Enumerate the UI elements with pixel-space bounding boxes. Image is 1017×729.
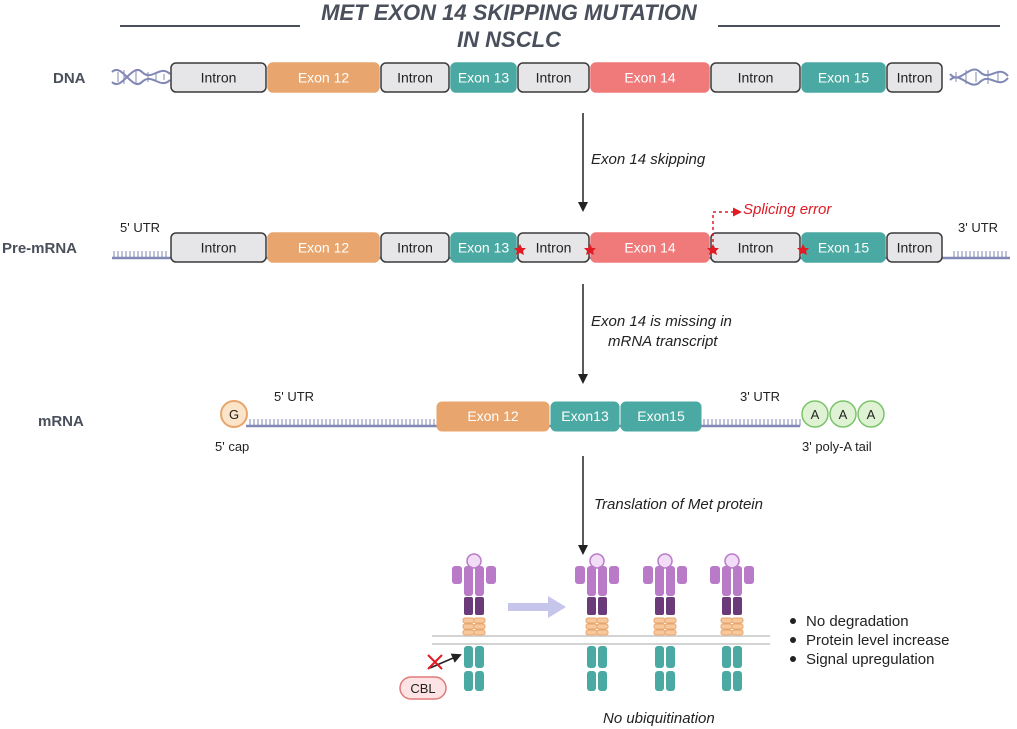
row-label-premrna: Pre-mRNA	[2, 240, 77, 257]
splice-site-markers	[514, 244, 809, 255]
splice-star-icon	[584, 244, 596, 255]
exon-label: Exon 15	[818, 240, 870, 256]
row-label-dna: DNA	[53, 70, 86, 87]
cbl-badge	[399, 676, 447, 700]
intron-label: Intron	[201, 70, 237, 86]
step-exon14-skipping: Exon 14 skipping	[591, 151, 706, 168]
splice-star-icon	[514, 244, 526, 255]
no-ubiquitination-caption: No ubiquitination	[603, 710, 715, 727]
exon-label: Exon13	[561, 408, 609, 424]
exon-label: Exon 12	[467, 408, 519, 424]
bullet-dot-icon	[790, 637, 796, 643]
outcome-item: Protein level increase	[806, 632, 949, 649]
intron-box	[886, 232, 943, 263]
met-receptor-icon	[710, 553, 754, 691]
five-prime-cap: G	[220, 400, 248, 428]
intron-box	[517, 62, 590, 93]
premrna-utr3-label: 3' UTR	[958, 220, 998, 235]
intron-box	[380, 62, 450, 93]
met-receptor-icon	[575, 553, 619, 691]
exon-label: Exon 13	[458, 70, 510, 86]
cbl-label: CBL	[410, 681, 435, 696]
intron-label: Intron	[201, 240, 237, 256]
mrna-segments: Exon 12 Exon13 Exon15	[436, 401, 702, 432]
exon-label: Exon 14	[624, 240, 676, 256]
cap-letter: G	[229, 407, 239, 422]
exon-label: Exon15	[637, 408, 685, 424]
exon-box	[267, 232, 380, 263]
outcome-item: Signal upregulation	[806, 651, 934, 668]
cbl-binding-arrow	[429, 653, 462, 669]
exon-label: Exon 12	[298, 70, 350, 86]
polya-bead	[829, 400, 857, 428]
cap-label: 5' cap	[215, 439, 249, 454]
intron-box	[170, 62, 267, 93]
exon-label: Exon 13	[458, 240, 510, 256]
polya-letter: A	[811, 407, 820, 422]
premrna-utr5-label: 5' UTR	[120, 220, 160, 235]
exon-box	[450, 62, 517, 93]
step-translation: Translation of Met protein	[594, 496, 763, 513]
title-line-2: IN NSCLC	[457, 27, 562, 52]
intron-label: Intron	[738, 70, 774, 86]
intron-label: Intron	[738, 240, 774, 256]
met-receptor-icon	[452, 553, 496, 691]
splice-star-icon	[797, 244, 809, 255]
mrna-utr3-label: 3' UTR	[740, 389, 780, 404]
intron-label: Intron	[897, 240, 933, 256]
exon-box	[801, 62, 886, 93]
polya-letter: A	[839, 407, 848, 422]
exon-label: Exon 15	[818, 70, 870, 86]
exon-box	[620, 401, 702, 432]
intron-box	[886, 62, 943, 93]
intron-box	[710, 232, 801, 263]
premrna-segments: Intron Exon 12 Intron Exon 13 Intron Exon 14 I…	[170, 232, 943, 263]
exon-box	[550, 401, 620, 432]
intron-box	[170, 232, 267, 263]
polya-bead	[801, 400, 829, 428]
met-receptors	[452, 553, 754, 691]
intron-box	[380, 232, 450, 263]
dna-helix-left-icon	[111, 68, 171, 86]
splicing-error-pointer	[712, 207, 742, 242]
dna-helix-right-icon	[949, 68, 1009, 86]
polya-label: 3' poly-A tail	[802, 439, 872, 454]
bullet-dot-icon	[790, 618, 796, 624]
intron-label: Intron	[397, 70, 433, 86]
intron-label: Intron	[536, 240, 572, 256]
cell-membrane	[432, 635, 770, 645]
bullet-dot-icon	[790, 656, 796, 662]
splicing-error-label: Splicing error	[743, 201, 832, 218]
polya-bead	[857, 400, 885, 428]
met-receptor-icon	[643, 553, 687, 691]
splice-star-icon	[707, 244, 719, 255]
dna-segments: Intron Exon 12 Intron Exon 13 Intron Exon 14 I…	[170, 62, 943, 93]
exon-box	[590, 62, 710, 93]
title-line-1: MET EXON 14 SKIPPING MUTATION	[321, 0, 698, 25]
exon-label: Exon 12	[298, 240, 350, 256]
step-exon14-missing-line1: Exon 14 is missing in	[591, 313, 732, 330]
receptor-shift-arrow	[508, 596, 566, 618]
polya-letter: A	[867, 407, 876, 422]
exon-box	[436, 401, 550, 432]
mrna-utr5-label: 5' UTR	[274, 389, 314, 404]
step-exon14-missing-line2: mRNA transcript	[608, 333, 718, 350]
blocked-x-icon	[427, 654, 443, 670]
outcome-item: No degradation	[806, 613, 909, 630]
intron-box	[710, 62, 801, 93]
row-label-mrna: mRNA	[38, 413, 84, 430]
exon-box	[450, 232, 517, 263]
exon-label: Exon 14	[624, 70, 676, 86]
exon-box	[267, 62, 380, 93]
intron-label: Intron	[897, 70, 933, 86]
intron-label: Intron	[536, 70, 572, 86]
intron-label: Intron	[397, 240, 433, 256]
